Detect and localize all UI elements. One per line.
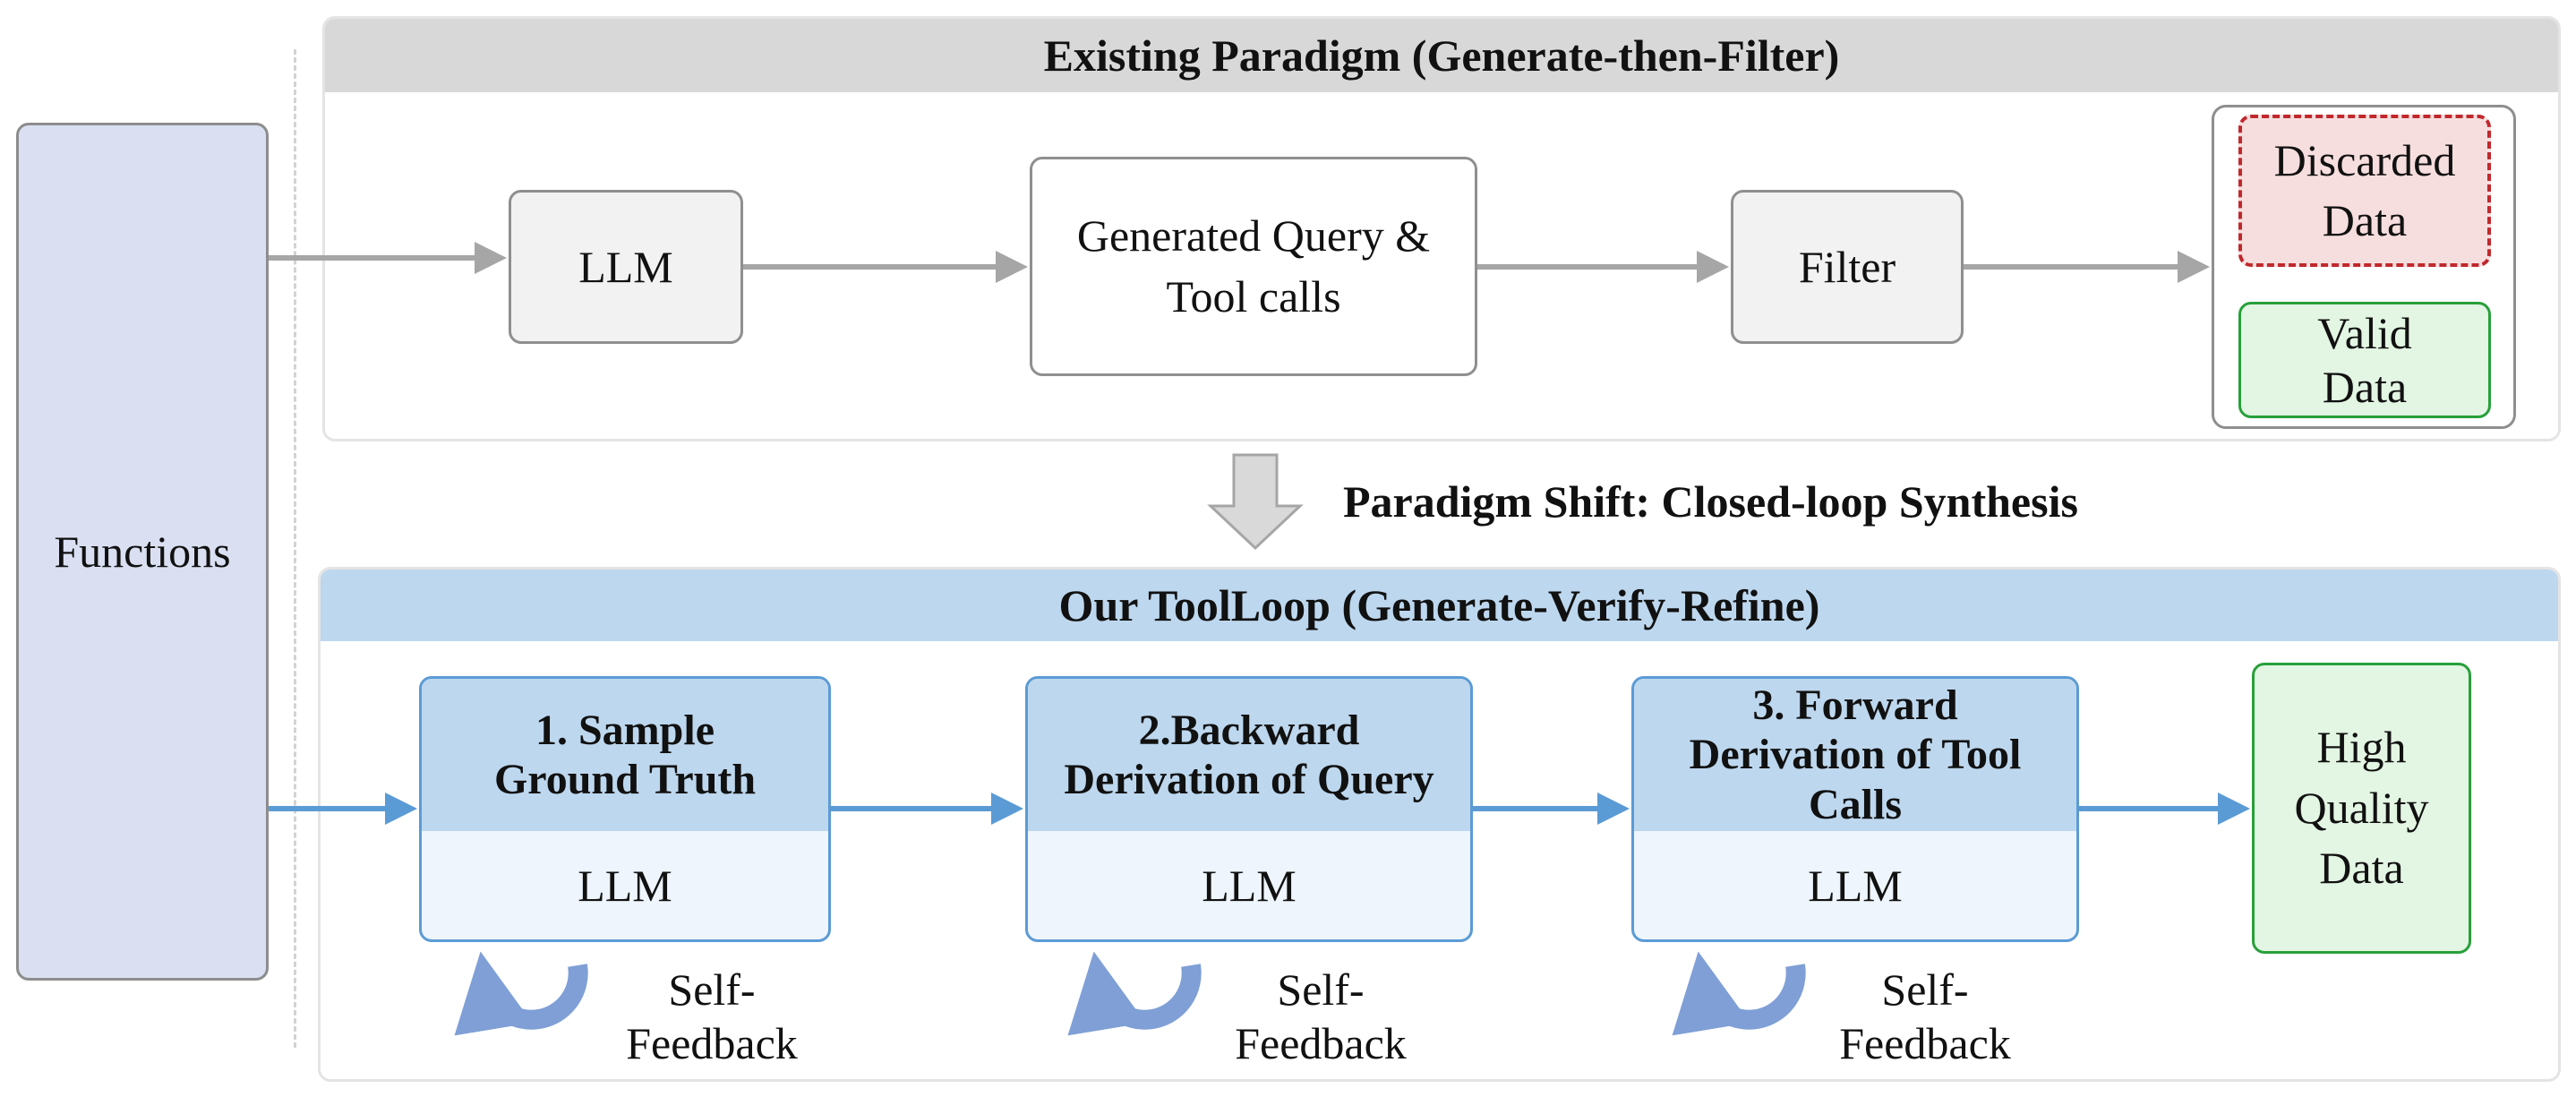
valid-line2: Data bbox=[2322, 362, 2408, 412]
filter-box: Filter bbox=[1731, 190, 1964, 344]
hq-line2: Quality bbox=[2294, 782, 2429, 833]
step-2-title-line2: Derivation of Query bbox=[1064, 756, 1434, 803]
step-2-box: 2.Backward Derivation of Query LLM bbox=[1025, 676, 1473, 942]
step-1-title-line1: 1. Sample bbox=[535, 706, 715, 754]
paradigm-shift-label: Paradigm Shift: Closed-loop Synthesis bbox=[1343, 476, 2078, 527]
step-3-title: 3. Forward Derivation of Tool Calls bbox=[1634, 679, 2076, 831]
step-3-title-line2: Derivation of Tool bbox=[1689, 731, 2022, 779]
filter-label: Filter bbox=[1798, 242, 1896, 292]
high-quality-data-box: High Quality Data bbox=[2252, 663, 2471, 954]
existing-paradigm-title: Existing Paradigm (Generate-then-Filter) bbox=[325, 19, 2558, 92]
functions-label: Functions bbox=[54, 527, 231, 577]
step-3-llm: LLM bbox=[1808, 860, 1903, 911]
valid-data-box: Valid Data bbox=[2238, 302, 2491, 418]
hq-line3: Data bbox=[2319, 843, 2404, 894]
llm-box: LLM bbox=[509, 190, 743, 344]
self-feedback-arrow-2 bbox=[1067, 951, 1202, 1036]
step-2-title: 2.Backward Derivation of Query bbox=[1028, 679, 1470, 831]
llm-label: LLM bbox=[578, 242, 673, 292]
step-1-title: 1. Sample Ground Truth bbox=[422, 679, 828, 831]
vertical-divider bbox=[294, 49, 296, 1048]
generated-query-line2: Tool calls bbox=[1166, 270, 1341, 321]
discarded-line2: Data bbox=[2322, 195, 2408, 245]
paradigm-shift-arrow bbox=[1207, 453, 1304, 551]
self-feedback-label-1: Self- Feedback bbox=[626, 964, 798, 1068]
step-2-llm: LLM bbox=[1202, 860, 1297, 911]
discarded-data-box: Discarded Data bbox=[2238, 115, 2491, 267]
generated-query-line1: Generated Query & bbox=[1076, 210, 1431, 261]
functions-box: Functions bbox=[16, 123, 269, 981]
step-3-title-line1: 3. Forward bbox=[1752, 681, 1958, 730]
step-1-llm: LLM bbox=[578, 860, 672, 911]
self-feedback-label-3: Self- Feedback bbox=[1839, 964, 2011, 1068]
step-1-box: 1. Sample Ground Truth LLM bbox=[419, 676, 831, 942]
self-feedback-arrow-3 bbox=[1672, 951, 1806, 1036]
step-3-box: 3. Forward Derivation of Tool Calls LLM bbox=[1631, 676, 2079, 942]
self-feedback-arrow-1 bbox=[454, 951, 588, 1036]
generated-query-box: Generated Query & Tool calls bbox=[1030, 157, 1477, 376]
step-2-title-line1: 2.Backward bbox=[1138, 706, 1360, 754]
hq-line1: High bbox=[2316, 722, 2407, 773]
step-1-title-line2: Ground Truth bbox=[493, 756, 757, 803]
discarded-line1: Discarded bbox=[2273, 134, 2456, 185]
toolloop-title: Our ToolLoop (Generate-Verify-Refine) bbox=[321, 570, 2558, 641]
step-3-title-line3: Calls bbox=[1808, 780, 1902, 828]
self-feedback-label-2: Self- Feedback bbox=[1235, 964, 1407, 1068]
valid-line1: Valid bbox=[2317, 308, 2412, 358]
